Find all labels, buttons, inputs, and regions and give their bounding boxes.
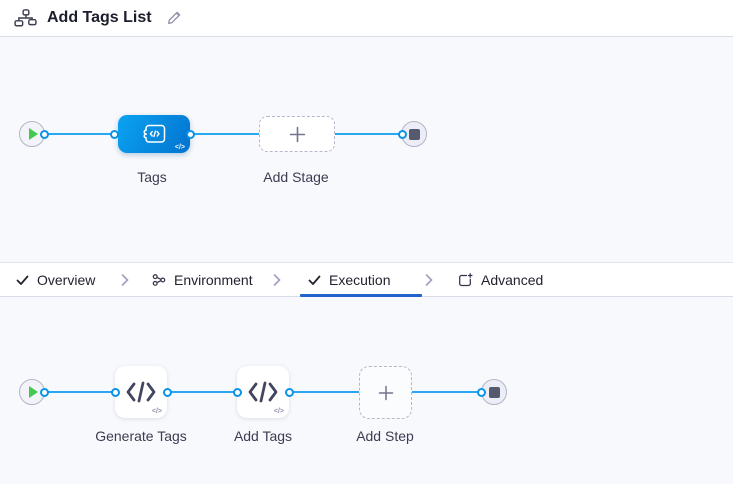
stop-icon xyxy=(488,386,500,398)
add-stage-button[interactable] xyxy=(259,116,335,152)
execution-canvas: </> </> Generate xyxy=(0,297,733,484)
connector-dot[interactable] xyxy=(39,129,49,139)
tab-environment-label: Environment xyxy=(174,272,253,288)
tab-advanced[interactable]: Advanced xyxy=(458,263,543,297)
step-type-badge: </> xyxy=(151,408,162,415)
step-label-add-step: Add Step xyxy=(356,428,414,444)
chevron-right-icon xyxy=(273,273,281,287)
step-node-add-tags[interactable]: </> xyxy=(237,366,289,418)
connector-dot[interactable] xyxy=(476,387,486,397)
pipeline-icon xyxy=(14,9,37,27)
environment-icon xyxy=(152,274,166,286)
connector-dot[interactable] xyxy=(185,129,195,139)
connector-dot[interactable] xyxy=(110,387,120,397)
plus-icon xyxy=(378,385,393,400)
stage-label-tags: Tags xyxy=(137,169,167,185)
template-icon xyxy=(459,272,473,286)
stage-config-tabbar: Overview Environment Execution xyxy=(0,262,733,297)
stage-label-add-stage: Add Stage xyxy=(263,169,329,185)
add-step-button[interactable] xyxy=(359,366,412,419)
tab-environment[interactable]: Environment xyxy=(152,263,253,297)
code-icon xyxy=(248,381,278,403)
play-icon xyxy=(29,128,38,140)
check-icon xyxy=(16,275,29,285)
page-title: Add Tags List xyxy=(47,9,152,26)
check-icon xyxy=(308,275,321,285)
plus-icon xyxy=(289,126,305,142)
pipeline-header: Add Tags List xyxy=(0,0,733,37)
connector-dot[interactable] xyxy=(232,387,242,397)
connector-dot[interactable] xyxy=(397,129,407,139)
tab-execution-label: Execution xyxy=(329,272,391,288)
chevron-right-icon xyxy=(425,273,433,287)
stage-node-tags[interactable]: </> xyxy=(118,115,190,153)
stage-canvas: </> Tags Add Stage xyxy=(0,37,733,262)
edit-pencil-icon[interactable] xyxy=(164,8,184,28)
step-type-badge: </> xyxy=(273,408,284,415)
tab-execution[interactable]: Execution xyxy=(308,263,390,297)
tab-overview[interactable]: Overview xyxy=(16,263,95,297)
chevron-right-icon xyxy=(121,273,129,287)
active-tab-underline xyxy=(300,294,422,297)
connector-dot[interactable] xyxy=(284,387,294,397)
stage-connector-line xyxy=(44,133,402,135)
tab-overview-label: Overview xyxy=(37,272,96,288)
custom-stage-code-icon xyxy=(143,124,166,143)
stage-type-badge: </> xyxy=(174,144,185,151)
stop-icon xyxy=(408,128,420,140)
connector-dot[interactable] xyxy=(109,129,119,139)
connector-dot[interactable] xyxy=(162,387,172,397)
step-label-generate-tags: Generate Tags xyxy=(95,428,187,444)
code-icon xyxy=(126,381,156,403)
tab-advanced-label: Advanced xyxy=(481,272,544,288)
pipeline-end-node xyxy=(401,121,427,147)
step-label-add-tags: Add Tags xyxy=(233,428,293,444)
play-icon xyxy=(29,386,38,398)
step-node-generate-tags[interactable]: </> xyxy=(115,366,167,418)
connector-dot[interactable] xyxy=(39,387,49,397)
